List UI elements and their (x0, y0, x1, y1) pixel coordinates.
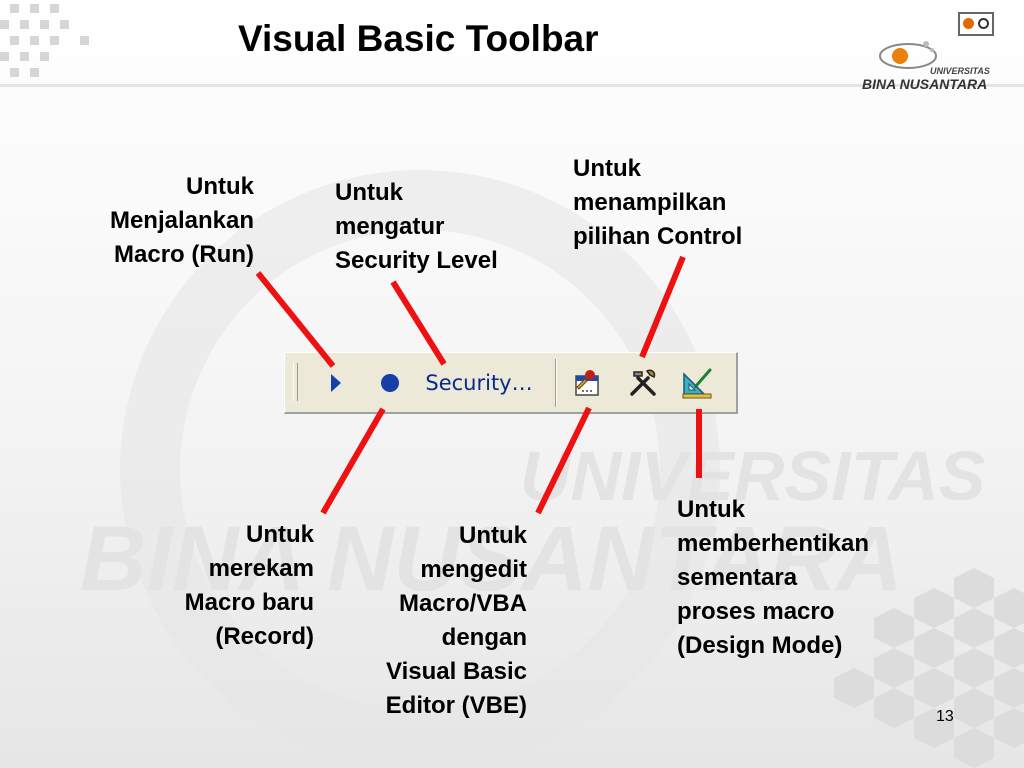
logo-swirl-icon (879, 41, 937, 69)
annotation-control: Untuk menampilkan pilihan Control (573, 155, 743, 250)
toolbar-grip[interactable] (293, 363, 298, 401)
pointer-control (639, 255, 686, 359)
university-logo: UNIVERSITAS BINA NUSANTARA (860, 12, 1010, 92)
tools-icon (630, 369, 656, 396)
security-button[interactable]: Security… (415, 359, 543, 407)
annotation-run: Untuk Menjalankan Macro (Run) (109, 173, 254, 268)
slide-title: Visual Basic Toolbar (238, 18, 599, 59)
logo-badge-icon (958, 12, 994, 36)
logo-line1: UNIVERSITAS (930, 66, 990, 76)
decorative-squares (0, 0, 130, 90)
visual-basic-editor-button[interactable] (567, 359, 607, 407)
hexagon-decoration (834, 568, 1024, 768)
annotation-vbe: Untuk mengedit Macro/VBA dengan Visual B… (385, 522, 527, 719)
control-toolbox-button[interactable] (623, 359, 663, 407)
annotation-design-mode: Untuk memberhentikan sementara proses ma… (677, 496, 870, 659)
page-number: 13 (936, 708, 954, 725)
run-macro-button[interactable] (323, 359, 349, 407)
design-ruler-icon (682, 368, 712, 399)
toolbar-separator (555, 359, 557, 407)
annotation-security: Untuk mengatur Security Level (335, 179, 498, 274)
record-macro-button[interactable] (377, 359, 403, 407)
pointer-vbe (535, 406, 592, 515)
pointer-record (320, 407, 386, 515)
annotation-record: Untuk merekam Macro baru (Record) (184, 521, 314, 650)
play-icon (331, 374, 341, 392)
vbe-icon (575, 370, 599, 396)
title-divider (0, 84, 1024, 87)
logo-line2: BINA NUSANTARA (862, 76, 988, 92)
record-icon (381, 374, 399, 392)
visual-basic-toolbar: Security… (284, 352, 738, 414)
security-label: Security… (425, 371, 533, 395)
design-mode-button[interactable] (677, 359, 717, 407)
